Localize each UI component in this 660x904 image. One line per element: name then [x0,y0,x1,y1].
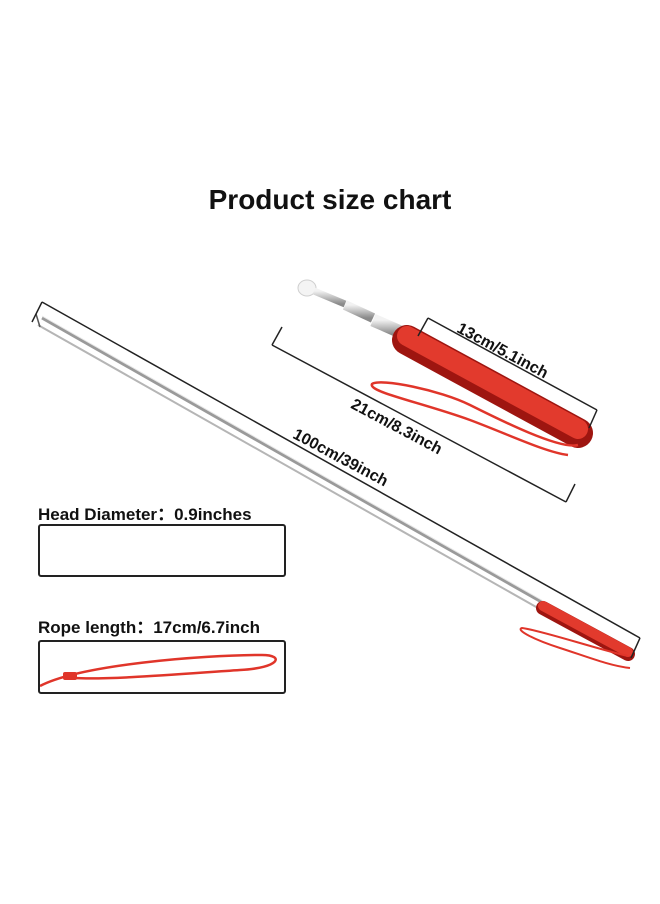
collapsed-dimension-lines [271,326,576,503]
handle-dimension-lines [417,317,598,429]
page-title: Product size chart [208,184,452,215]
extended-pointer [35,313,635,669]
rope-length-value: 17cm/6.7inch [153,618,260,637]
extended-dimension-lines [31,301,641,659]
head-diameter-heading: Head Diameter：0.9inches [38,505,252,524]
head-diameter-value: 0.9inches [174,505,252,524]
head-diameter-label: Head Diameter [38,505,158,524]
rope-image [39,653,277,688]
head-diameter-box [38,524,286,577]
rope-length-heading: Rope length：17cm/6.7inch [38,618,260,637]
rope-length-box [38,640,286,694]
rope-length-label: Rope length [38,618,137,637]
collapsed-pointer [297,279,593,457]
